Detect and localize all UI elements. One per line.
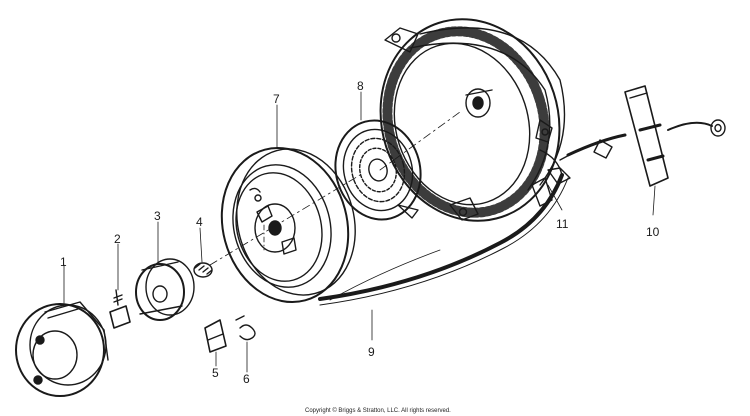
callout-part-4: 4 [196, 215, 203, 229]
copyright-notice: Copyright © Briggs & Stratton, LLC. All … [305, 407, 451, 414]
retainer [135, 258, 195, 321]
callout-part-6: 6 [243, 372, 250, 386]
part-callouts: 1 2 3 4 5 6 7 8 9 10 11 [60, 79, 660, 386]
starter-cup [15, 301, 109, 397]
pawl [204, 319, 227, 353]
callout-part-11: 11 [556, 217, 569, 231]
callout-part-9: 9 [368, 345, 375, 359]
leader-lines [63, 91, 656, 373]
callout-part-1: 1 [60, 255, 67, 269]
callout-part-8: 8 [357, 79, 364, 93]
screw [109, 289, 131, 329]
callout-part-10: 10 [646, 225, 660, 239]
callout-part-2: 2 [114, 232, 121, 246]
starter-rope [318, 173, 569, 306]
rewind-spring [334, 119, 422, 221]
callout-part-3: 3 [154, 209, 161, 223]
retainer-spring [193, 262, 213, 278]
rope-pulley [220, 146, 356, 304]
starter-housing [379, 18, 571, 222]
starter-handle [559, 85, 726, 187]
callout-part-7: 7 [273, 92, 280, 106]
callout-part-5: 5 [212, 366, 219, 380]
pawl-spring [235, 315, 256, 341]
